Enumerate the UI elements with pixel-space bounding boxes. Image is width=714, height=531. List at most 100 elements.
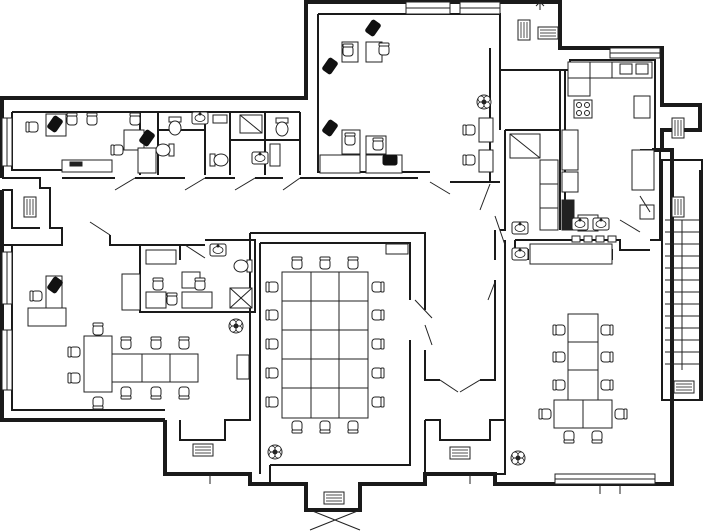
door-swing-icon	[439, 379, 459, 393]
entrances	[209, 1, 621, 531]
door-swing-icon	[234, 177, 256, 191]
chair-icon	[265, 281, 279, 293]
chair-icon	[120, 336, 132, 350]
radiator-icon	[671, 196, 685, 218]
chair-icon	[371, 396, 385, 408]
chair-icon	[319, 256, 331, 270]
plant-icon	[476, 94, 492, 110]
chair-icon	[25, 121, 39, 133]
sink-icon	[571, 217, 589, 231]
door-swing-icon	[89, 221, 111, 236]
door-swing-icon	[459, 379, 481, 393]
chair-icon	[462, 154, 476, 166]
chair-icon	[265, 367, 279, 379]
chair-icon	[29, 290, 43, 302]
toilet-icon	[155, 143, 175, 157]
kitchen	[509, 61, 655, 265]
chair-icon	[319, 420, 331, 434]
chair-icon	[92, 322, 104, 336]
chair-icon	[614, 408, 628, 420]
chair-icon	[265, 396, 279, 408]
toilet-icon	[209, 153, 229, 167]
door-swing-icon	[487, 281, 496, 301]
radiator-icon	[449, 446, 471, 460]
chair-icon	[552, 351, 566, 363]
dark-chair-icon	[364, 18, 382, 38]
chair-icon	[371, 367, 385, 379]
sink-icon	[511, 247, 529, 261]
dark-chair-icon	[321, 118, 339, 138]
sink-icon	[511, 221, 529, 235]
chair-icon	[378, 42, 390, 56]
chair-icon	[67, 346, 81, 358]
sink-icon	[251, 151, 269, 165]
plant-icon	[228, 318, 244, 334]
chair-icon	[178, 386, 190, 400]
south-east-office	[510, 313, 628, 466]
toilet-icon	[233, 259, 253, 273]
chair-icon	[462, 124, 476, 136]
west-office	[25, 112, 157, 174]
chair-icon	[600, 351, 614, 363]
chair-icon	[291, 256, 303, 270]
toilet-icon	[168, 116, 182, 136]
wc-block	[155, 111, 289, 167]
plant-icon	[510, 450, 526, 466]
door-swing-icon	[639, 195, 651, 213]
chair-icon	[342, 43, 354, 57]
radiator-icon	[517, 19, 531, 41]
dark-chair-icon	[321, 56, 339, 76]
chair-icon	[150, 386, 162, 400]
chair-icon	[371, 338, 385, 350]
radiator-icon	[23, 196, 37, 218]
chair-icon	[552, 379, 566, 391]
chair-icon	[265, 338, 279, 350]
chair-icon	[67, 372, 81, 384]
door-swing-icon	[424, 324, 433, 346]
chair-icon	[194, 277, 206, 291]
chair-icon	[371, 309, 385, 321]
chair-icon	[347, 420, 359, 434]
radiator-icon	[673, 380, 695, 394]
door-swing-icon	[429, 181, 451, 195]
sink-icon	[191, 111, 209, 125]
chair-icon	[372, 137, 384, 151]
chair-icon	[371, 281, 385, 293]
north-office	[319, 18, 494, 174]
radiator-icon	[323, 491, 345, 505]
inner-walls	[2, 13, 703, 484]
chair-icon	[120, 386, 132, 400]
staircase	[665, 219, 699, 370]
door-swing-icon	[184, 244, 206, 259]
sink-icon	[592, 217, 610, 231]
windows	[1, 1, 661, 485]
chair-icon	[92, 396, 104, 410]
chair-icon	[600, 324, 614, 336]
chair-icon	[552, 324, 566, 336]
sink-icon	[209, 243, 227, 257]
plant-icon	[267, 444, 283, 460]
door-swing-icon	[479, 183, 491, 211]
chair-icon	[591, 430, 603, 444]
chair-icon	[265, 309, 279, 321]
chair-icon	[166, 292, 178, 306]
door-swing-icon	[114, 177, 136, 191]
door-swing-icon	[414, 299, 433, 319]
toilet-icon	[275, 117, 289, 137]
server-room	[121, 243, 253, 334]
radiator-icon	[537, 26, 559, 40]
conference-room	[265, 243, 409, 460]
chair-icon	[110, 144, 124, 156]
chair-icon	[152, 277, 164, 291]
chair-icon	[129, 112, 141, 126]
chair-icon	[178, 336, 190, 350]
chair-icon	[563, 430, 575, 444]
chair-icon	[291, 420, 303, 434]
south-west-office	[27, 275, 250, 410]
door-swing-icon	[282, 177, 301, 191]
chair-icon	[600, 379, 614, 391]
door-swing-icon	[494, 215, 506, 246]
radiator-icon	[671, 117, 685, 139]
chair-icon	[66, 112, 78, 126]
